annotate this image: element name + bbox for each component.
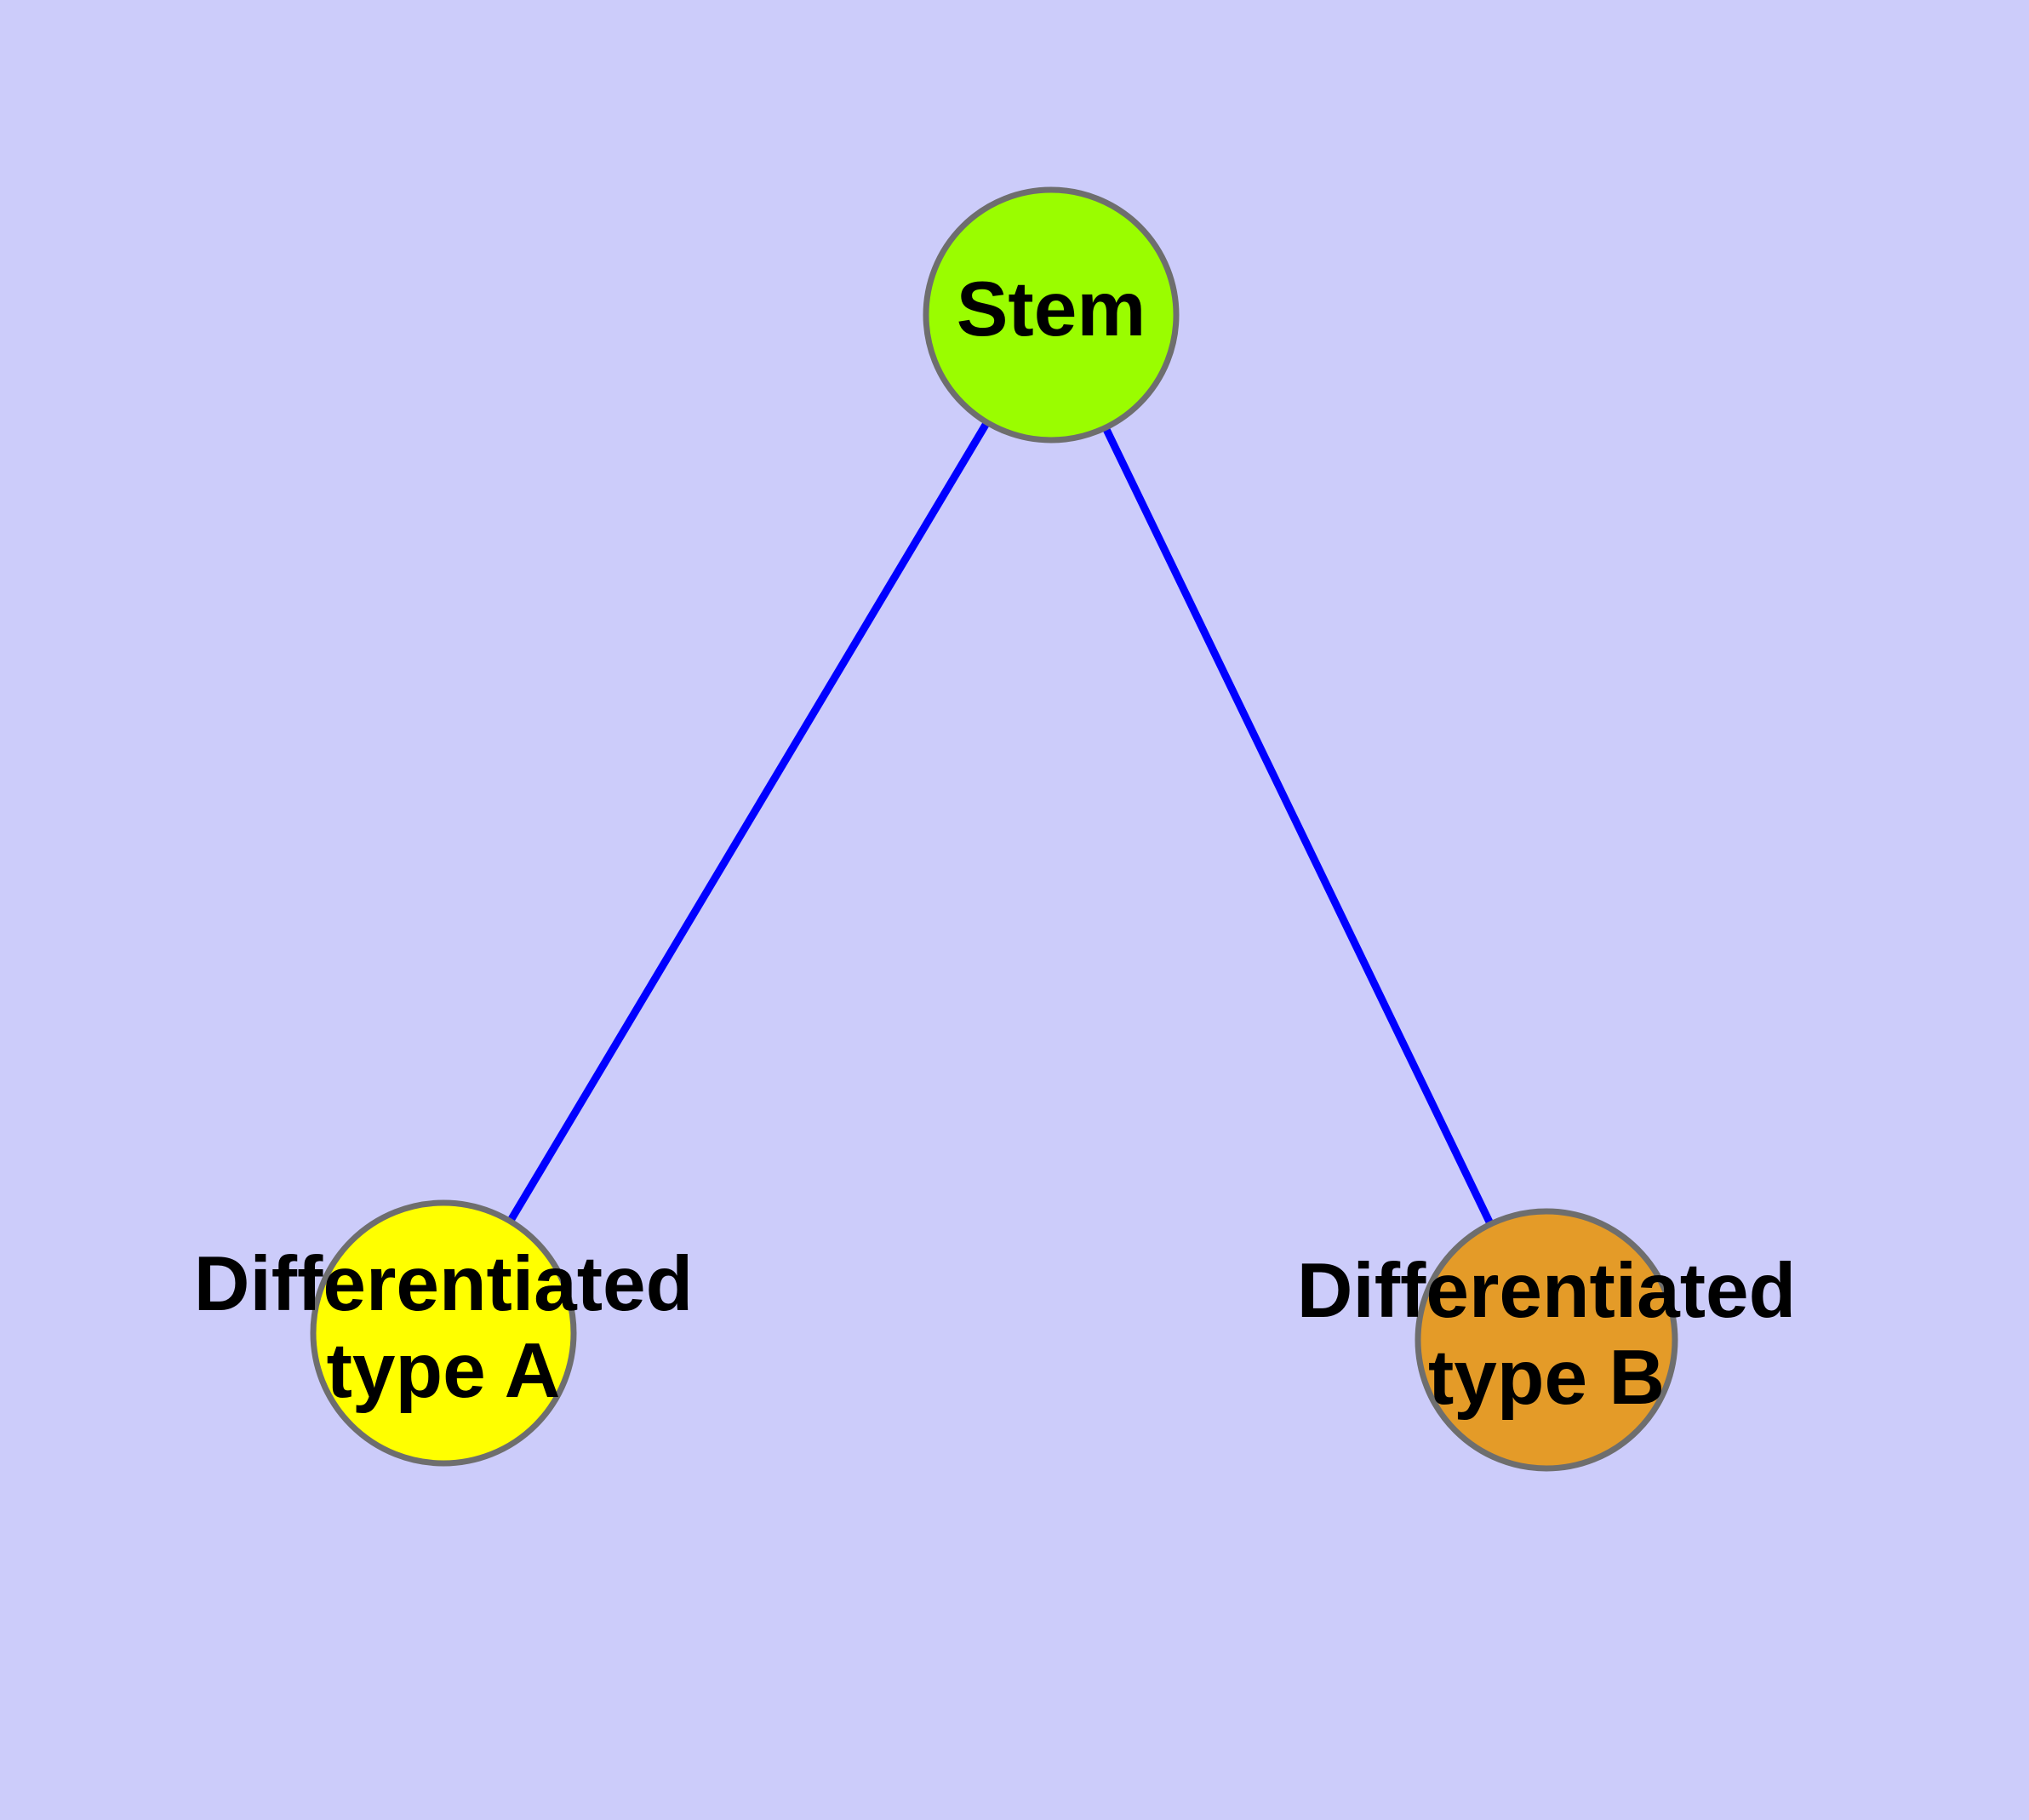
node-circle-stem[interactable]	[923, 186, 1180, 444]
node-layer	[310, 186, 1678, 1472]
node-circle-diff_b[interactable]	[1415, 1208, 1678, 1472]
node-circle-diff_a[interactable]	[310, 1199, 577, 1467]
edge-stem-diff-b[interactable]	[1047, 313, 1551, 1342]
node-label-line: Differentiated	[1297, 1248, 1797, 1334]
edge-layer	[440, 312, 1551, 1342]
node-label-stem: Stem	[957, 266, 1146, 352]
edge-stem-diff-a[interactable]	[440, 312, 1055, 1336]
node-label-line: type B	[1428, 1335, 1665, 1421]
node-label-line: type A	[327, 1328, 561, 1414]
node-label-line: Differentiated	[194, 1241, 694, 1327]
node-label-line: Stem	[957, 266, 1146, 352]
